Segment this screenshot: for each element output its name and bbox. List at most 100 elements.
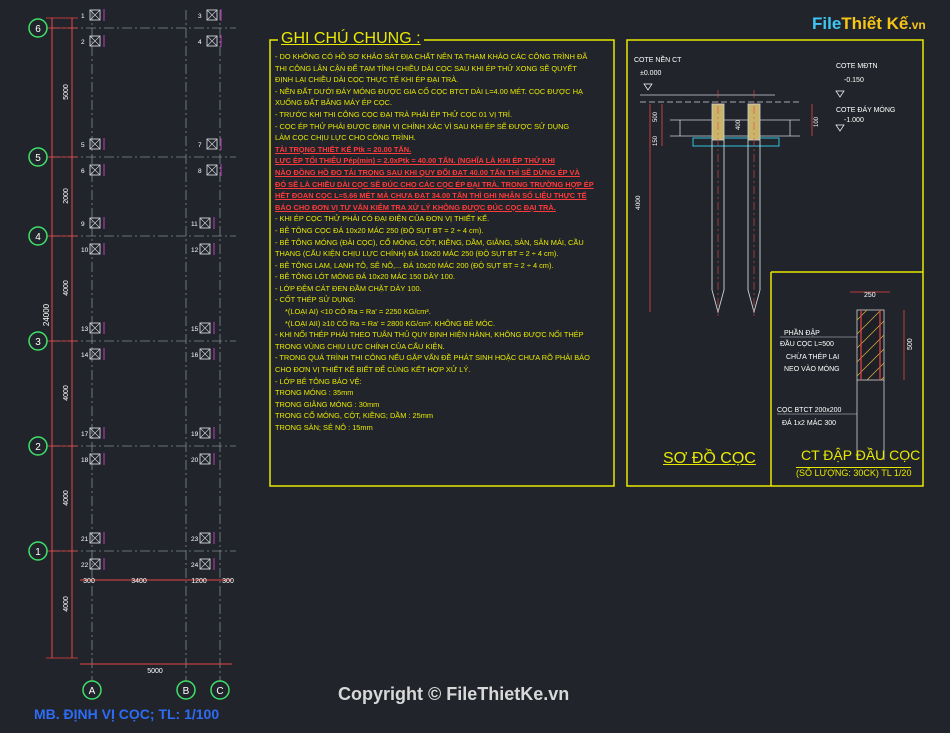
pile-cross: [89, 138, 101, 150]
pile-square: [206, 9, 218, 21]
dim-250: 250: [864, 292, 876, 299]
note-line: - CỌC ÉP THỬ PHẢI ĐƯỢC ĐỊNH VỊ CHÍNH XÁC…: [275, 121, 570, 131]
pile-cross: [89, 9, 101, 21]
pile-number: 15: [191, 326, 199, 333]
row-grid-lines: [50, 27, 236, 552]
row-axis-bubble: [28, 331, 48, 351]
pile-square: [89, 558, 101, 570]
note-line: CHO ĐƠN VỊ THIẾT KẾ BIẾT ĐỂ CÙNG KẾT HỢP…: [275, 365, 471, 375]
pile-cross: [89, 322, 101, 334]
dim-bottom-4: 300: [222, 578, 234, 585]
pile-square: [199, 348, 211, 360]
note-line: THI CÔNG LÂN CẬN ĐỂ TẠM TÍNH CHIỀU DÀI C…: [275, 63, 577, 73]
note-line: TRONG MÓNG : 35mm: [275, 388, 354, 398]
dim-bottom-2: 3400: [131, 578, 147, 585]
cote-day-label: COTE ĐÁY MÓNG: [836, 105, 895, 114]
label-mac: ĐÁ 1x2 MÁC 300: [782, 418, 836, 427]
row-axis-bubble: [28, 226, 48, 246]
row-axis-label: 2: [35, 442, 41, 453]
pile-number: 14: [81, 352, 89, 359]
dim-left: 4000: [63, 385, 70, 401]
pile-number: 21: [81, 536, 89, 543]
pile-cross: [89, 427, 101, 439]
label-dau-coc: ĐẦU CỌC L=500: [780, 338, 834, 348]
pile-number: 12: [191, 247, 199, 254]
pile-square: [206, 138, 218, 150]
plan-title: MB. ĐỊNH VỊ CỌC; TL: 1/100: [34, 706, 220, 722]
row-axis-bubble: [28, 541, 48, 561]
pile-number: 16: [191, 352, 199, 359]
pile-body-2: [747, 140, 761, 314]
dim-bottom-3: 1200: [191, 578, 207, 585]
note-line: - NỀN ĐẤT DƯỚI ĐÁY MÓNG ĐƯỢC GIA CỐ CỌC …: [275, 86, 583, 96]
pile-diagram-title: SƠ ĐỒ CỌC: [663, 450, 756, 467]
level-marker-0: [643, 83, 653, 91]
pile-number: 13: [81, 326, 89, 333]
row-axis-label: 4: [35, 232, 41, 243]
pile-square: [206, 35, 218, 47]
pile-cross: [199, 532, 211, 544]
pile-cross: [199, 322, 211, 334]
site-logo[interactable]: FileThiết Kế.vn: [812, 14, 926, 34]
pile-cross: [206, 138, 218, 150]
note-line: TRONG CỔ MÓNG, CỘT, KIỀNG; DẦM : 25mm: [275, 411, 434, 421]
row-axis-bubble: [28, 18, 48, 38]
pile-number: 17: [81, 431, 89, 438]
pile-cross: [89, 217, 101, 229]
note-line: NÀO ĐỒNG HỒ ĐO TẢI TRỌNG SAU KHI QUY ĐỔI…: [275, 167, 580, 177]
note-line: BÁO CHO ĐƠN VỊ TƯ VẤN KIỂM TRA XỬ LÝ KHÔ…: [275, 202, 556, 212]
col-axis-bubble: [210, 680, 230, 700]
note-line: ĐÓ SẼ LÀ CHIỀU DÀI CỌC SẼ ĐÚC CHO CÁC CỌ…: [275, 179, 594, 189]
note-line: ĐỊNH LẠI CHIỀU DÀI CỌC THỰC TẾ KHI ÉP ĐẠ…: [275, 75, 459, 85]
pile-number: 24: [191, 562, 199, 569]
pile-number: 4: [198, 39, 202, 46]
pile-number: 23: [191, 536, 199, 543]
cote-mdtn-value: -0.150: [844, 77, 864, 84]
cote-day-value: -1.000: [844, 117, 864, 124]
col-axis-label: B: [183, 686, 190, 697]
note-line: - BÊ TÔNG MÓNG (ĐÀI CỌC), CỔ MÓNG, CỘT, …: [275, 237, 584, 247]
dim-500-detail: 500: [907, 338, 914, 350]
note-line: *(LOẠI AI) <10 CÓ Ra = Ra' = 2250 KG/cm²…: [285, 307, 431, 317]
pile-number: 22: [81, 562, 89, 569]
cote-nen-label: COTE NỀN CT: [634, 54, 682, 64]
note-line: - BÊ TÔNG CỌC ĐÁ 10x20 MÁC 250 (ĐỘ SỤT B…: [275, 225, 484, 235]
label-chua-thep: CHỪA THÉP LẠI: [786, 352, 839, 361]
pile-number: 8: [198, 168, 202, 175]
pile-square: [199, 243, 211, 255]
pile-square: [89, 9, 101, 21]
copyright-text: Copyright © FileThietKe.vn: [338, 684, 570, 704]
head-detail-subtitle: (SỐ LƯỢNG: 30CK) TL 1/20: [796, 467, 912, 478]
pile-square: [89, 453, 101, 465]
note-line: - CỐT THÉP SỬ DỤNG:: [275, 295, 356, 305]
row-axis-label: 1: [35, 547, 41, 558]
pile-cross: [206, 164, 218, 176]
note-line: LÀM CỌC CHỊU LỰC CHO CÔNG TRÌNH.: [275, 133, 416, 143]
pile-square: [89, 138, 101, 150]
dim-bottom-total: 5000: [147, 668, 163, 675]
pile-square: [89, 164, 101, 176]
note-line: HẾT ĐOẠN CỌC L=5.66 MÉT MÀ CHƯA ĐẠT 34.0…: [275, 191, 587, 201]
pile-head-detail: 250 500 PHẦN ĐẬP ĐẦU CỌC L=500 CHỪA THÉP…: [777, 291, 914, 460]
pile-number: 11: [191, 221, 198, 228]
note-line: TẢI TRỌNG THIẾT KẾ Ptk = 20.00 TẤN.: [275, 144, 412, 154]
note-line: - KHI ÉP CỌC THỬ PHẢI CÓ ĐẠI ĐIỆN CỦA ĐƠ…: [275, 214, 490, 224]
note-line: - BÊ TÔNG LAM, LANH TÔ, SÊ NÔ,... ĐÁ 10x…: [275, 260, 554, 270]
pile-diagram-frame: [626, 39, 924, 487]
pile-number: 1: [81, 13, 85, 20]
note-line: *(LOẠI AII) ≥10 CÓ Ra = Ra' = 2800 KG/cm…: [285, 318, 496, 328]
note-line: XUỐNG ĐẤT BẰNG MÁY ÉP CỌC.: [275, 98, 393, 108]
dim-4000: 4000: [635, 195, 642, 210]
head-detail-title: CT ĐẬP ĐẦU CỌC: [801, 447, 921, 463]
dim-100: 100: [814, 116, 820, 127]
label-neo: NEO VÀO MÓNG: [784, 364, 840, 373]
logo-part-3: .vn: [908, 18, 926, 32]
dim-150: 150: [653, 135, 659, 146]
dim-left-total: 24000: [42, 303, 51, 326]
pile-number: 2: [81, 39, 85, 46]
